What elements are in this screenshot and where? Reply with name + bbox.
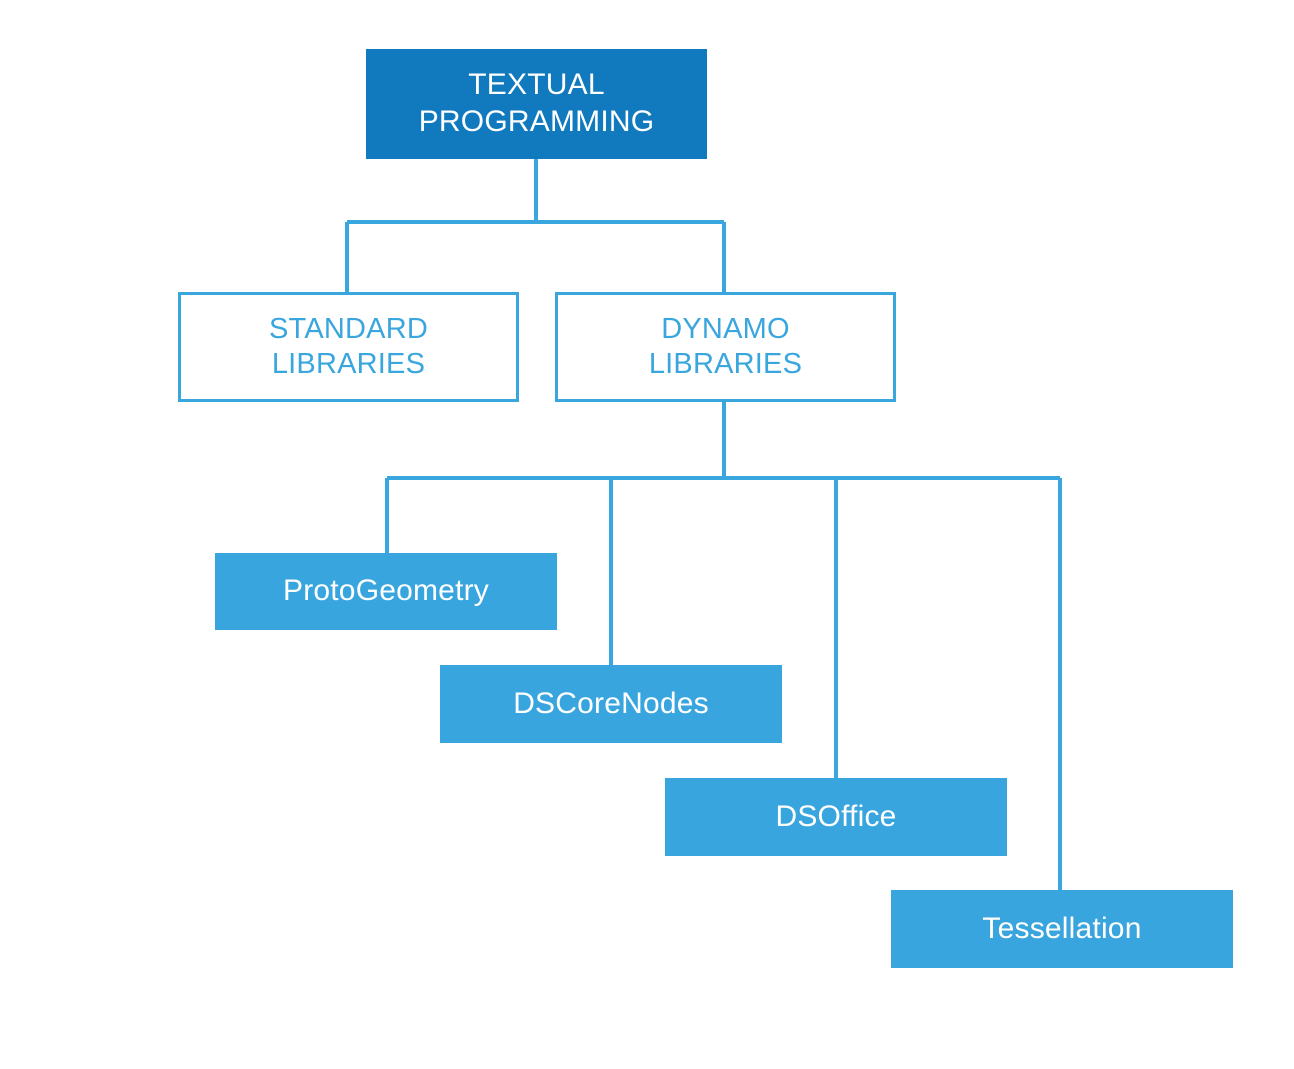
node-dynamo-libraries[interactable]: DYNAMO LIBRARIES: [555, 292, 896, 402]
connector-edge-root-to-level2: [345, 159, 726, 292]
node-label-dscorenodes: DSCoreNodes: [513, 686, 709, 720]
node-dscorenodes[interactable]: DSCoreNodes: [440, 665, 782, 743]
node-protogeometry[interactable]: ProtoGeometry: [215, 553, 557, 630]
node-standard-libraries[interactable]: STANDARD LIBRARIES: [178, 292, 519, 402]
node-label-dynamo-libraries: DYNAMO LIBRARIES: [648, 312, 803, 380]
node-dsoffice[interactable]: DSOffice: [665, 778, 1007, 856]
node-label-dsoffice: DSOffice: [775, 799, 897, 833]
node-label-standard-libraries: STANDARD LIBRARIES: [269, 312, 428, 380]
node-label-protogeometry: ProtoGeometry: [282, 574, 489, 608]
node-label-tessellation: Tessellation: [982, 911, 1142, 945]
node-textual-programming[interactable]: TEXTUAL PROGRAMMING: [366, 49, 707, 159]
node-label-textual-programming: TEXTUAL PROGRAMMING: [418, 68, 655, 138]
node-tessellation[interactable]: Tessellation: [891, 890, 1233, 968]
